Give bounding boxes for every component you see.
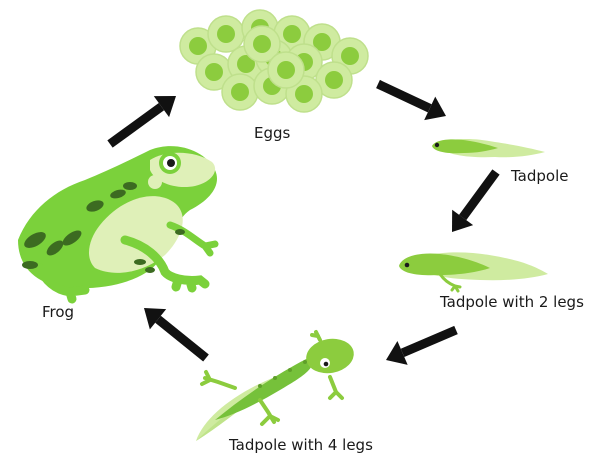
cycle-arrow — [144, 308, 206, 358]
tadpole-2-legs-illustration — [399, 252, 548, 291]
cycle-arrow — [110, 96, 176, 144]
egg-embryo — [253, 35, 271, 53]
tadpole-4-legs-illustration — [196, 332, 357, 441]
egg-embryo — [295, 85, 313, 103]
label-eggs: Eggs — [254, 124, 290, 142]
egg-embryo — [277, 61, 295, 79]
egg-embryo — [341, 47, 359, 65]
cycle-arrow — [378, 84, 446, 120]
egg-embryo — [283, 25, 301, 43]
egg-embryo — [189, 37, 207, 55]
label-frog: Frog — [42, 303, 74, 321]
egg-embryo — [217, 25, 235, 43]
label-tadpole: Tadpole — [511, 167, 569, 185]
cycle-arrow — [452, 172, 496, 232]
label-tadpole-2-legs: Tadpole with 2 legs — [440, 293, 584, 311]
egg-embryo — [205, 63, 223, 81]
tadpole-illustration — [432, 139, 545, 157]
cycle-arrow — [386, 330, 456, 365]
egg-embryo — [325, 71, 343, 89]
eggs-illustration — [180, 10, 368, 112]
egg-embryo — [231, 83, 249, 101]
label-tadpole-4-legs: Tadpole with 4 legs — [229, 436, 373, 454]
frog-illustration — [18, 146, 217, 299]
